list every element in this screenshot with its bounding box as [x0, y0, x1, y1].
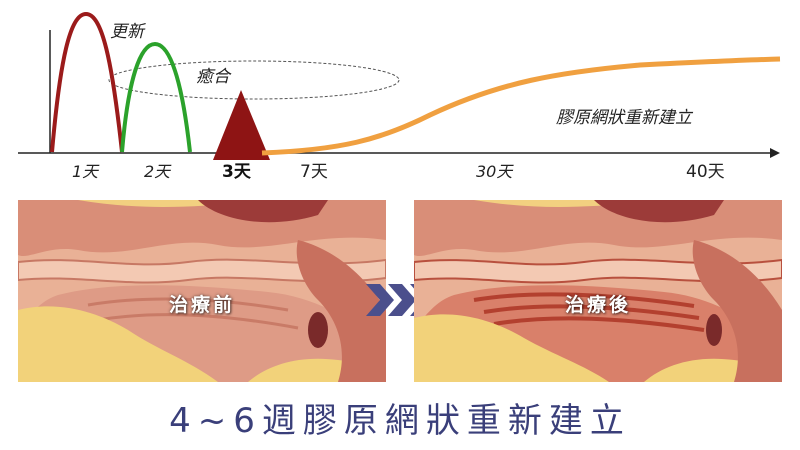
chevron-icon	[366, 284, 394, 316]
after-treatment-label: 治療後	[564, 294, 631, 316]
after-treatment-image: 治療後	[414, 200, 782, 382]
day3-peak-triangle	[213, 90, 270, 160]
healing-ellipse	[108, 60, 400, 100]
healing-timeline: 更新 癒合 膠原網狀重新建立 1天 2天 3天 7天 30天 40天	[18, 11, 781, 182]
tissue-illustration-before	[18, 200, 386, 382]
before-treatment-label: 治療前	[168, 294, 235, 316]
day-label-30: 30天	[476, 162, 514, 181]
renewal-curve	[50, 11, 124, 153]
day-label-7: 7天	[300, 162, 328, 182]
renewal-label: 更新	[110, 22, 147, 42]
day-label-1: 1天	[72, 162, 100, 181]
collagen-curve	[261, 56, 781, 156]
healing-curve	[120, 41, 192, 153]
collagen-label: 膠原網狀重新建立	[556, 108, 694, 128]
chevron-icon	[388, 284, 416, 316]
day-label-3: 3天	[222, 162, 252, 182]
caption-title: 4~6週膠原網狀重新建立	[169, 401, 631, 441]
before-treatment-image: 治療前	[18, 200, 386, 382]
tissue-illustration-after	[414, 200, 782, 382]
healing-label: 癒合	[196, 67, 232, 87]
day-label-40: 40天	[686, 162, 725, 182]
x-axis-arrowhead	[770, 148, 780, 158]
day-label-2: 2天	[144, 162, 172, 181]
